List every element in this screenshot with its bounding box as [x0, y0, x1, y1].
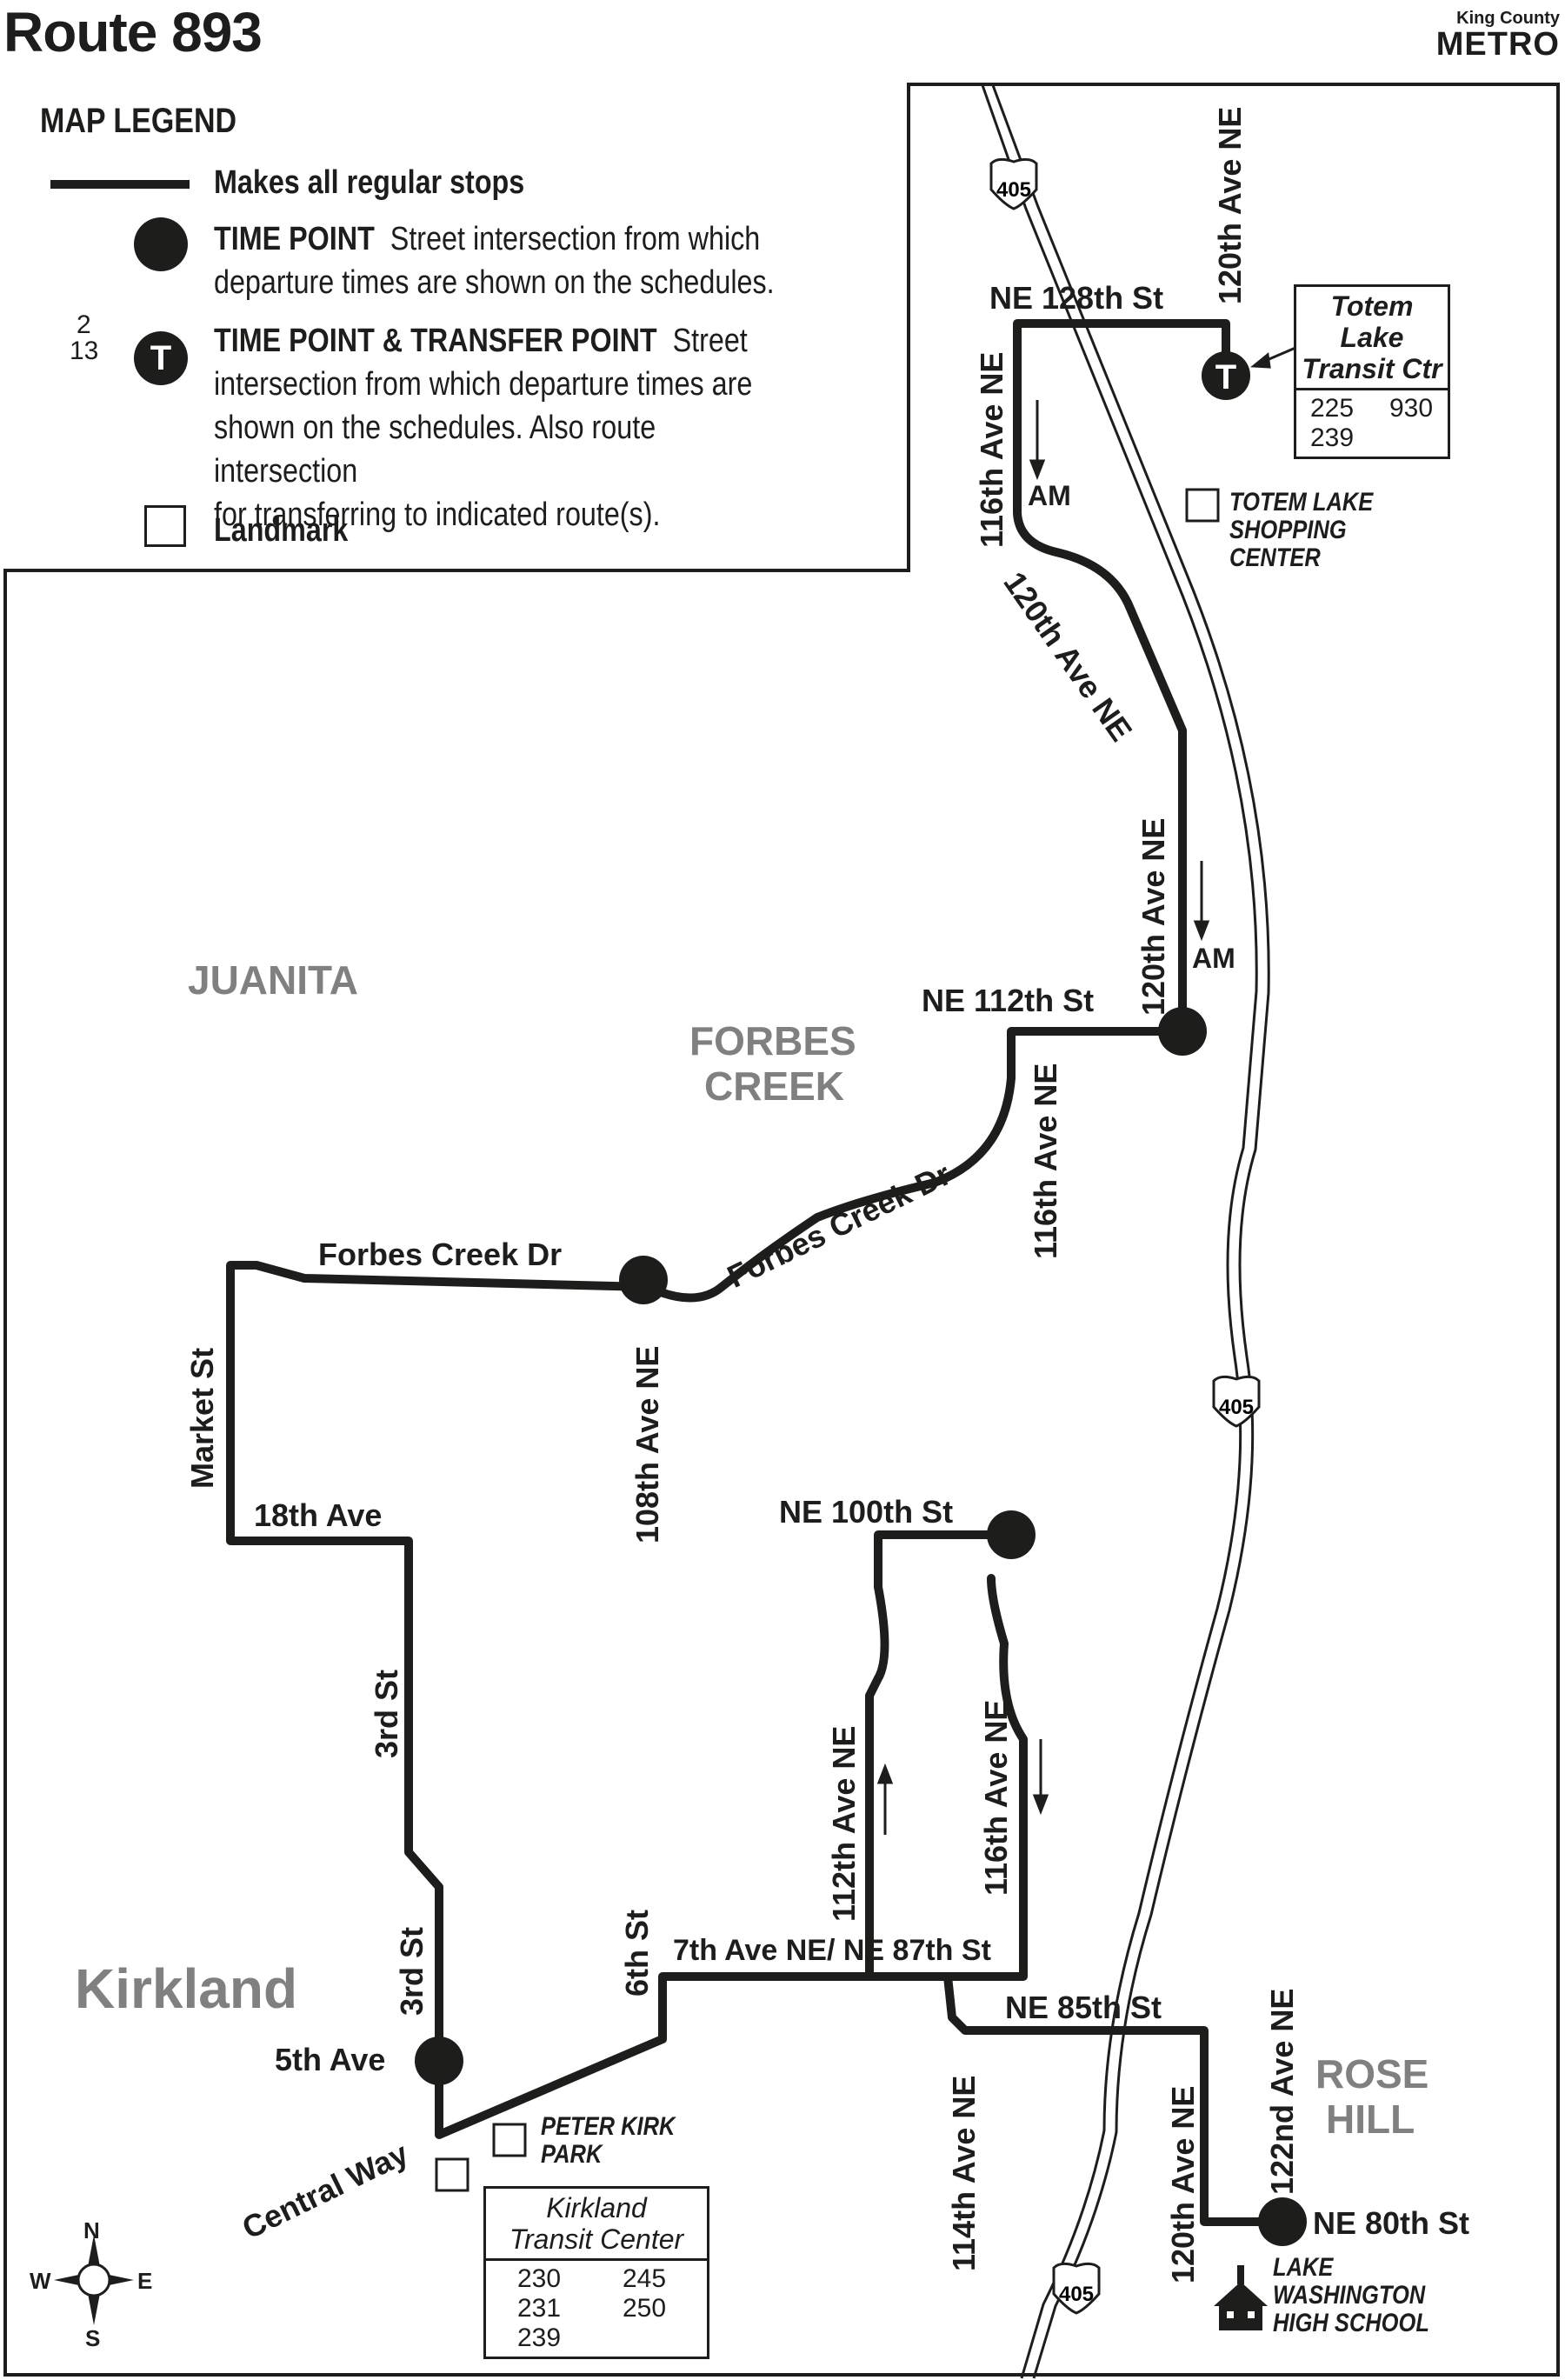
street-108th: 108th Ave NE	[629, 1345, 665, 1543]
totem-tc-name: Totem Lake Transit Ctr	[1296, 287, 1448, 390]
kirkland-tc-routes: 230 245 231 250 239	[517, 2264, 667, 2352]
map-legend: MAP LEGEND Makes all regular stops TIME …	[3, 83, 910, 572]
compass-e: E	[137, 2268, 153, 2294]
street-116th-top: 116th Ave NE	[974, 351, 1009, 548]
street-120th-mid: 120th Ave NE	[1135, 817, 1171, 1016]
transfer-point-totem	[1202, 351, 1250, 400]
compass-w: W	[30, 2268, 51, 2294]
legend-timepoint-bold: TIME POINT	[214, 221, 375, 257]
area-creek: CREEK	[704, 1063, 845, 1109]
street-ne80: NE 80th St	[1313, 2205, 1470, 2241]
legend-route-line	[50, 180, 190, 189]
legend-transfer-bold: TIME POINT & TRANSFER POINT	[214, 323, 657, 359]
compass-n: N	[83, 2217, 100, 2243]
timepoint-5th-ave	[415, 2037, 463, 2085]
street-ne85: NE 85th St	[1005, 1990, 1162, 2025]
timepoint-ne100	[987, 1510, 1036, 1559]
am-marker-1: AM	[1028, 480, 1071, 511]
legend-transfer-text: TIME POINT & TRANSFER POINT Street inter…	[214, 319, 802, 537]
time-points	[415, 351, 1307, 2246]
kirkland-transit-center: Kirkland Transit Center 230 245 231 250 …	[483, 2186, 709, 2359]
street-3rd-lower: 3rd St	[394, 1926, 430, 2016]
timepoint-ne80	[1258, 2197, 1307, 2246]
legend-timepoint-text: TIME POINT Street intersection from whic…	[214, 217, 775, 304]
landmark-lwhs: LAKE WASHINGTON HIGH SCHOOL	[1273, 2253, 1429, 2337]
landmark-peter-kirk: PETER KIRK PARK	[541, 2112, 676, 2169]
landmark-boxes	[435, 488, 1220, 2192]
legend-example-route-2: 2	[77, 310, 91, 339]
legend-transfer-icon: T	[134, 331, 188, 385]
legend-timepoint-icon	[134, 217, 188, 271]
legend-title: MAP LEGEND	[40, 102, 237, 140]
legend-timepoint-line2: departure times are shown on the schedul…	[214, 264, 775, 301]
area-forbes: FORBES	[689, 1018, 856, 1063]
street-5th-ave: 5th Ave	[275, 2042, 386, 2077]
legend-landmark: Landmark	[214, 512, 349, 549]
street-114th: 114th Ave NE	[946, 2075, 982, 2271]
street-18th: 18th Ave	[254, 1497, 383, 1533]
route-893-path	[226, 319, 1287, 2226]
area-rose: ROSE	[1315, 2051, 1429, 2097]
shield-label-top: 405	[996, 178, 1031, 202]
totem-tc-routes: 225 930 239	[1310, 394, 1434, 452]
street-116th-low: 116th Ave NE	[978, 1699, 1014, 1896]
street-122nd: 122nd Ave NE	[1264, 1988, 1300, 2195]
i405-highway	[981, 84, 1270, 2379]
legend-timepoint-line1: Street intersection from which	[390, 221, 761, 257]
street-forbes-horiz: Forbes Creek Dr	[318, 1237, 563, 1272]
legend-transfer-line3: shown on the schedules. Also route inter…	[214, 410, 656, 490]
legend-transfer-line1: Street	[672, 323, 748, 359]
street-ne100: NE 100th St	[779, 1494, 954, 1530]
school-icon	[1214, 2265, 1268, 2330]
street-116th-mid: 116th Ave NE	[1028, 1063, 1063, 1259]
shield-label-mid: 405	[1219, 1396, 1254, 1419]
timepoint-108th	[619, 1256, 668, 1304]
am-marker-2: AM	[1192, 943, 1235, 974]
legend-regular-stops: Makes all regular stops	[214, 164, 525, 201]
metro-logo: King County METRO	[1435, 9, 1560, 63]
area-kirkland: Kirkland	[75, 1957, 298, 2020]
shield-label-bottom: 405	[1059, 2283, 1094, 2306]
landmark-totem-shopping: TOTEM LAKE SHOPPING CENTER	[1229, 488, 1374, 572]
area-hill: HILL	[1326, 2097, 1415, 2142]
transfer-point-letter: T	[1215, 358, 1236, 397]
legend-transfer-line4: for transferring to indicated route(s).	[214, 497, 661, 533]
compass-icon	[54, 2235, 134, 2325]
route-title: Route 893	[3, 1, 263, 63]
street-120th-low: 120th Ave NE	[1165, 2085, 1201, 2283]
compass-s: S	[85, 2325, 101, 2351]
legend-transfer-line2: intersection from which departure times …	[214, 366, 753, 403]
street-ne112: NE 112th St	[922, 983, 1095, 1018]
street-6th: 6th St	[619, 1909, 655, 1997]
kirkland-tc-name: Kirkland Transit Center	[486, 2189, 707, 2261]
i405-shields	[989, 157, 1261, 2315]
area-juanita: JUANITA	[188, 957, 358, 1003]
street-3rd-upper: 3rd St	[369, 1669, 404, 1758]
street-ne128: NE 128th St	[989, 280, 1164, 316]
street-112th: 112th Ave NE	[826, 1725, 862, 1922]
street-market: Market St	[184, 1347, 220, 1489]
timepoint-ne112	[1158, 1007, 1207, 1056]
brand-metro: METRO	[1435, 26, 1560, 63]
legend-landmark-icon	[144, 505, 186, 547]
street-120th-top: 120th Ave NE	[1212, 106, 1248, 304]
legend-example-route-13: 13	[70, 337, 99, 365]
totem-lake-transit-center: Totem Lake Transit Ctr 225 930 239	[1294, 284, 1450, 459]
brand-county: King County	[1456, 9, 1560, 28]
street-7th-87th: 7th Ave NE/ NE 87th St	[673, 1934, 991, 1967]
